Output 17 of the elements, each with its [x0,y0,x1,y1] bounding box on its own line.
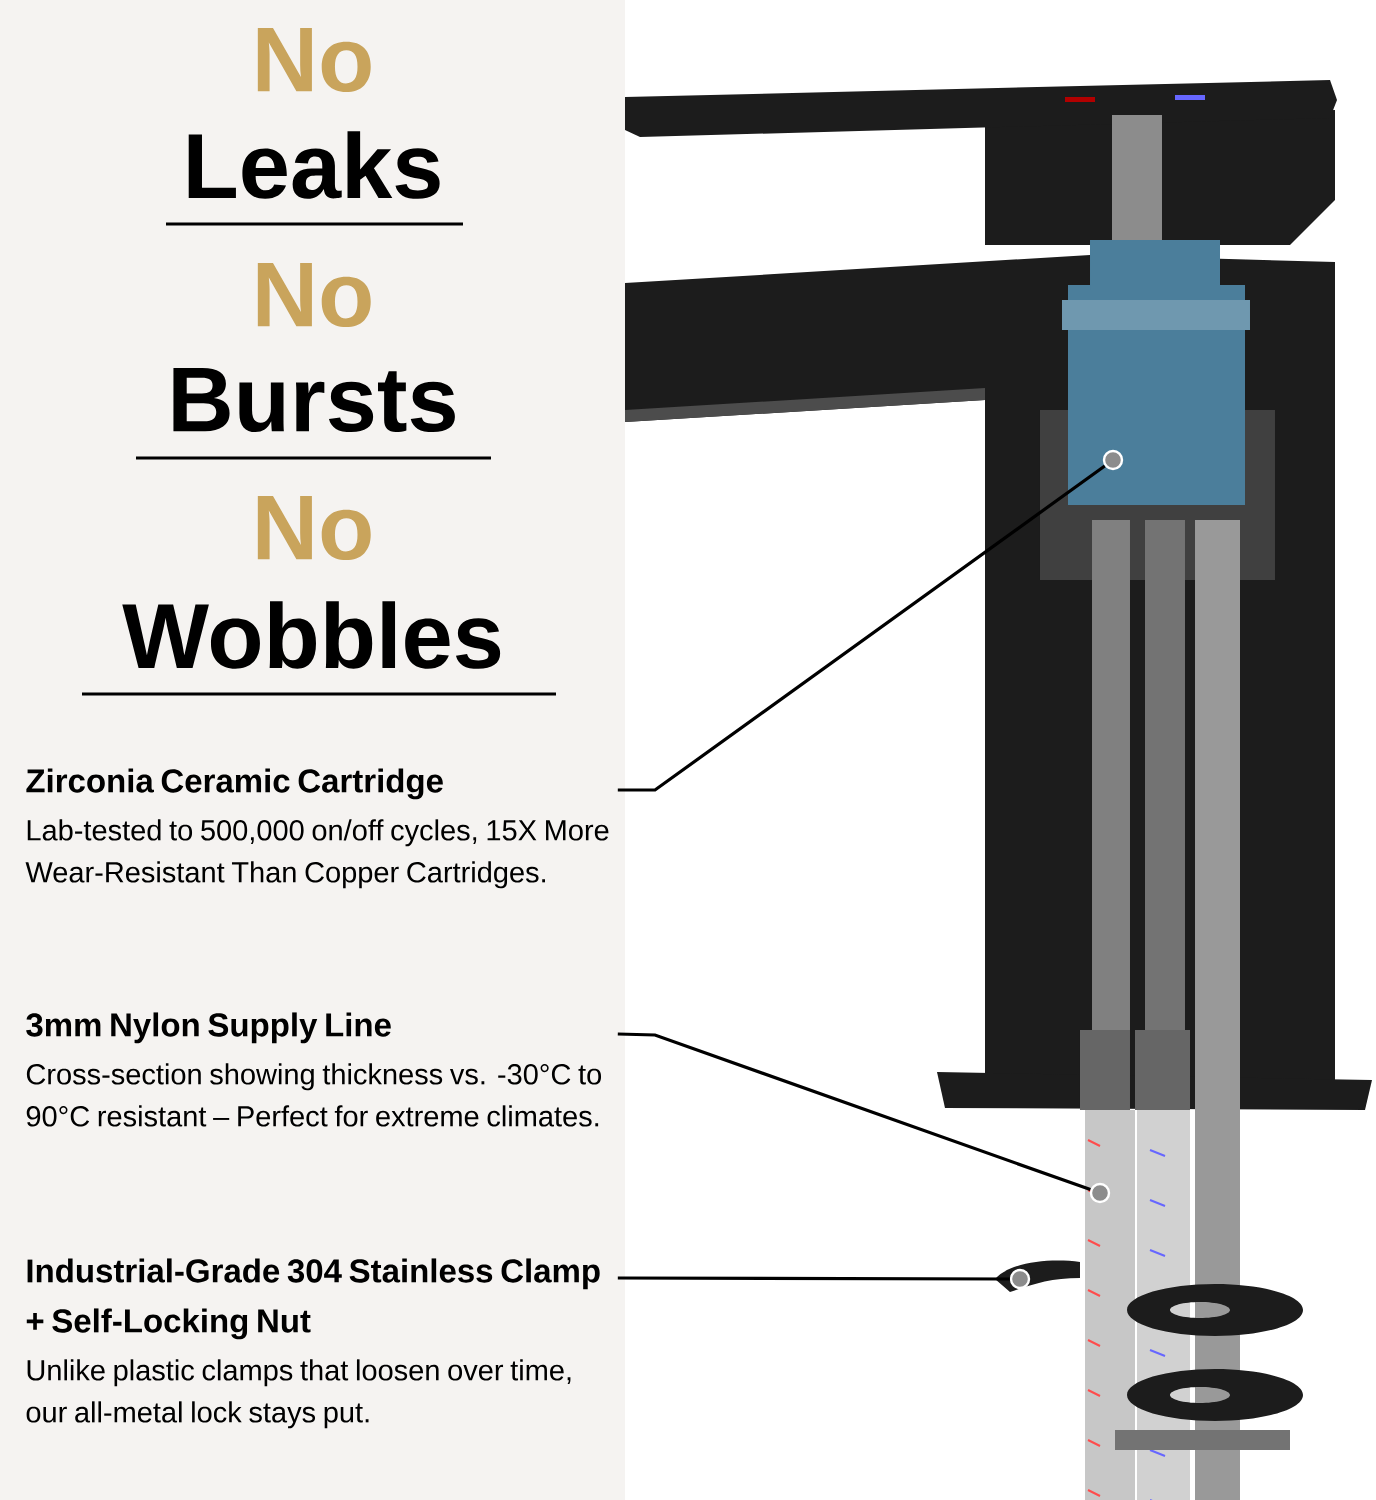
headline-word: Leaks [188,131,440,199]
callout-heading: 3mm Nylon Supply Line [26,1012,391,1044]
callout-text: Lab-tested to 500,000 on/off cycles, 15X More Wear-Resistant Than Copper Cartridges. [25,819,609,889]
leader-line [617,464,1106,792]
leader-line [617,1032,1091,1192]
callout-dot [1102,449,1124,471]
callout-text: Cross-section showing thickness vs. -30°C to 90°C resistant – Perfect for extreme climates. [26,1063,602,1127]
headline-word: Bursts [173,367,455,433]
callout-dot [1009,1268,1031,1290]
headline-word: No [257,262,371,328]
headline-word: Wobbles [122,601,501,669]
callout-heading: Industrial-Grade 304 Stainless Clamp + Self-Locking Nut [26,1258,600,1340]
headline-word: No [257,495,371,561]
callout-dot [1089,1182,1111,1204]
callout-heading: Zirconia Ceramic Cartridge [26,768,443,800]
callout-text: Unlike plastic clamps that loosen over time, our all-metal lock stays put. [26,1359,571,1429]
headline-word: No [257,27,371,93]
